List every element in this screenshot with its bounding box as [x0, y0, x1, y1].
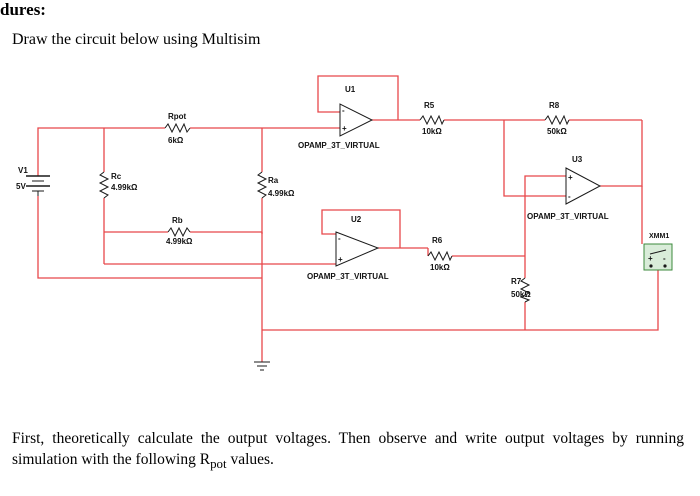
instruction-text: Draw the circuit below using Multisim [12, 31, 261, 48]
multimeter-needle-icon [649, 249, 667, 255]
wire-u3-plus [524, 175, 566, 256]
wire-u1-feedback [317, 75, 399, 120]
u1-pin-minus: - [342, 106, 345, 115]
paragraph-subscript: pot [210, 456, 227, 472]
opamp-u1 [339, 103, 374, 137]
resistor-rpot [164, 122, 191, 134]
label-rpot-name: Rpot [168, 112, 187, 121]
label-u1-model: OPAMP_3T_VIRTUAL [298, 141, 380, 150]
wire-u2-feedback [321, 209, 401, 248]
label-v1-value: 5V [16, 182, 26, 191]
label-rpot-value: 6kΩ [168, 136, 184, 145]
label-u2-name: U2 [351, 215, 362, 224]
u1-pin-plus: + [342, 124, 347, 133]
label-r6-value: 10kΩ [430, 263, 450, 272]
paragraph-text: First, theoretically calculate the outpu… [12, 430, 684, 468]
opamp-u2 [335, 231, 380, 267]
resistor-rc [98, 171, 110, 199]
paragraph-text-end: values. [226, 451, 274, 468]
u2-pin-minus: - [338, 234, 341, 243]
label-ra-value: 4.99kΩ [268, 189, 295, 198]
label-u2-model: OPAMP_3T_VIRTUAL [307, 272, 389, 281]
resistor-r5 [419, 114, 445, 126]
multimeter-terminal-minus [663, 264, 667, 268]
meter-sign-minus: - [663, 254, 666, 263]
wire-u3-out-loop [600, 120, 643, 187]
u3-pin-plus: + [568, 173, 573, 182]
resistor-rb [167, 226, 191, 238]
multimeter-xmm1 [643, 243, 673, 271]
label-u3-model: OPAMP_3T_VIRTUAL [527, 212, 609, 221]
wire-bottom-return [262, 270, 659, 331]
task-paragraph: First, theoretically calculate the outpu… [12, 428, 684, 474]
label-v1-name: V1 [18, 166, 28, 175]
u2-pin-plus: + [338, 255, 343, 264]
resistor-r7 [519, 277, 531, 303]
label-rb-name: Rb [172, 216, 183, 225]
resistor-r8 [544, 114, 570, 126]
wire-node-u3-minus [503, 120, 566, 197]
section-heading: dures: [0, 0, 46, 19]
opamp-u3 [565, 167, 602, 205]
meter-sign-plus: + [648, 254, 653, 263]
wire-top-rail [37, 127, 165, 176]
label-u3-name: U3 [572, 155, 583, 164]
label-r7-value: 50kΩ [511, 290, 531, 299]
circuit-diagram: - + - + + - + - U1 OPAMP_3T_VIRTUAL U2 O… [16, 75, 673, 371]
label-ra-name: Ra [268, 176, 279, 185]
label-r6-name: R6 [432, 236, 443, 245]
label-r5-value: 10kΩ [422, 127, 442, 136]
label-u1-name: U1 [345, 85, 356, 94]
label-r8-value: 50kΩ [547, 127, 567, 136]
u3-pin-minus: - [568, 192, 571, 201]
multimeter-body [643, 243, 673, 271]
wires [37, 75, 659, 362]
resistor-r6 [427, 250, 453, 262]
label-rc-name: Rc [111, 172, 122, 181]
label-r7-name: R7 [511, 277, 522, 286]
label-xmm1-name: XMM1 [649, 233, 669, 240]
label-r8-name: R8 [549, 101, 560, 110]
label-rc-value: 4.99kΩ [111, 183, 138, 192]
label-rb-value: 4.99kΩ [166, 237, 193, 246]
resistor-ra [256, 171, 268, 199]
multimeter-terminal-plus [649, 264, 653, 268]
wire-v1-bottom [37, 196, 262, 279]
label-r5-name: R5 [424, 101, 435, 110]
